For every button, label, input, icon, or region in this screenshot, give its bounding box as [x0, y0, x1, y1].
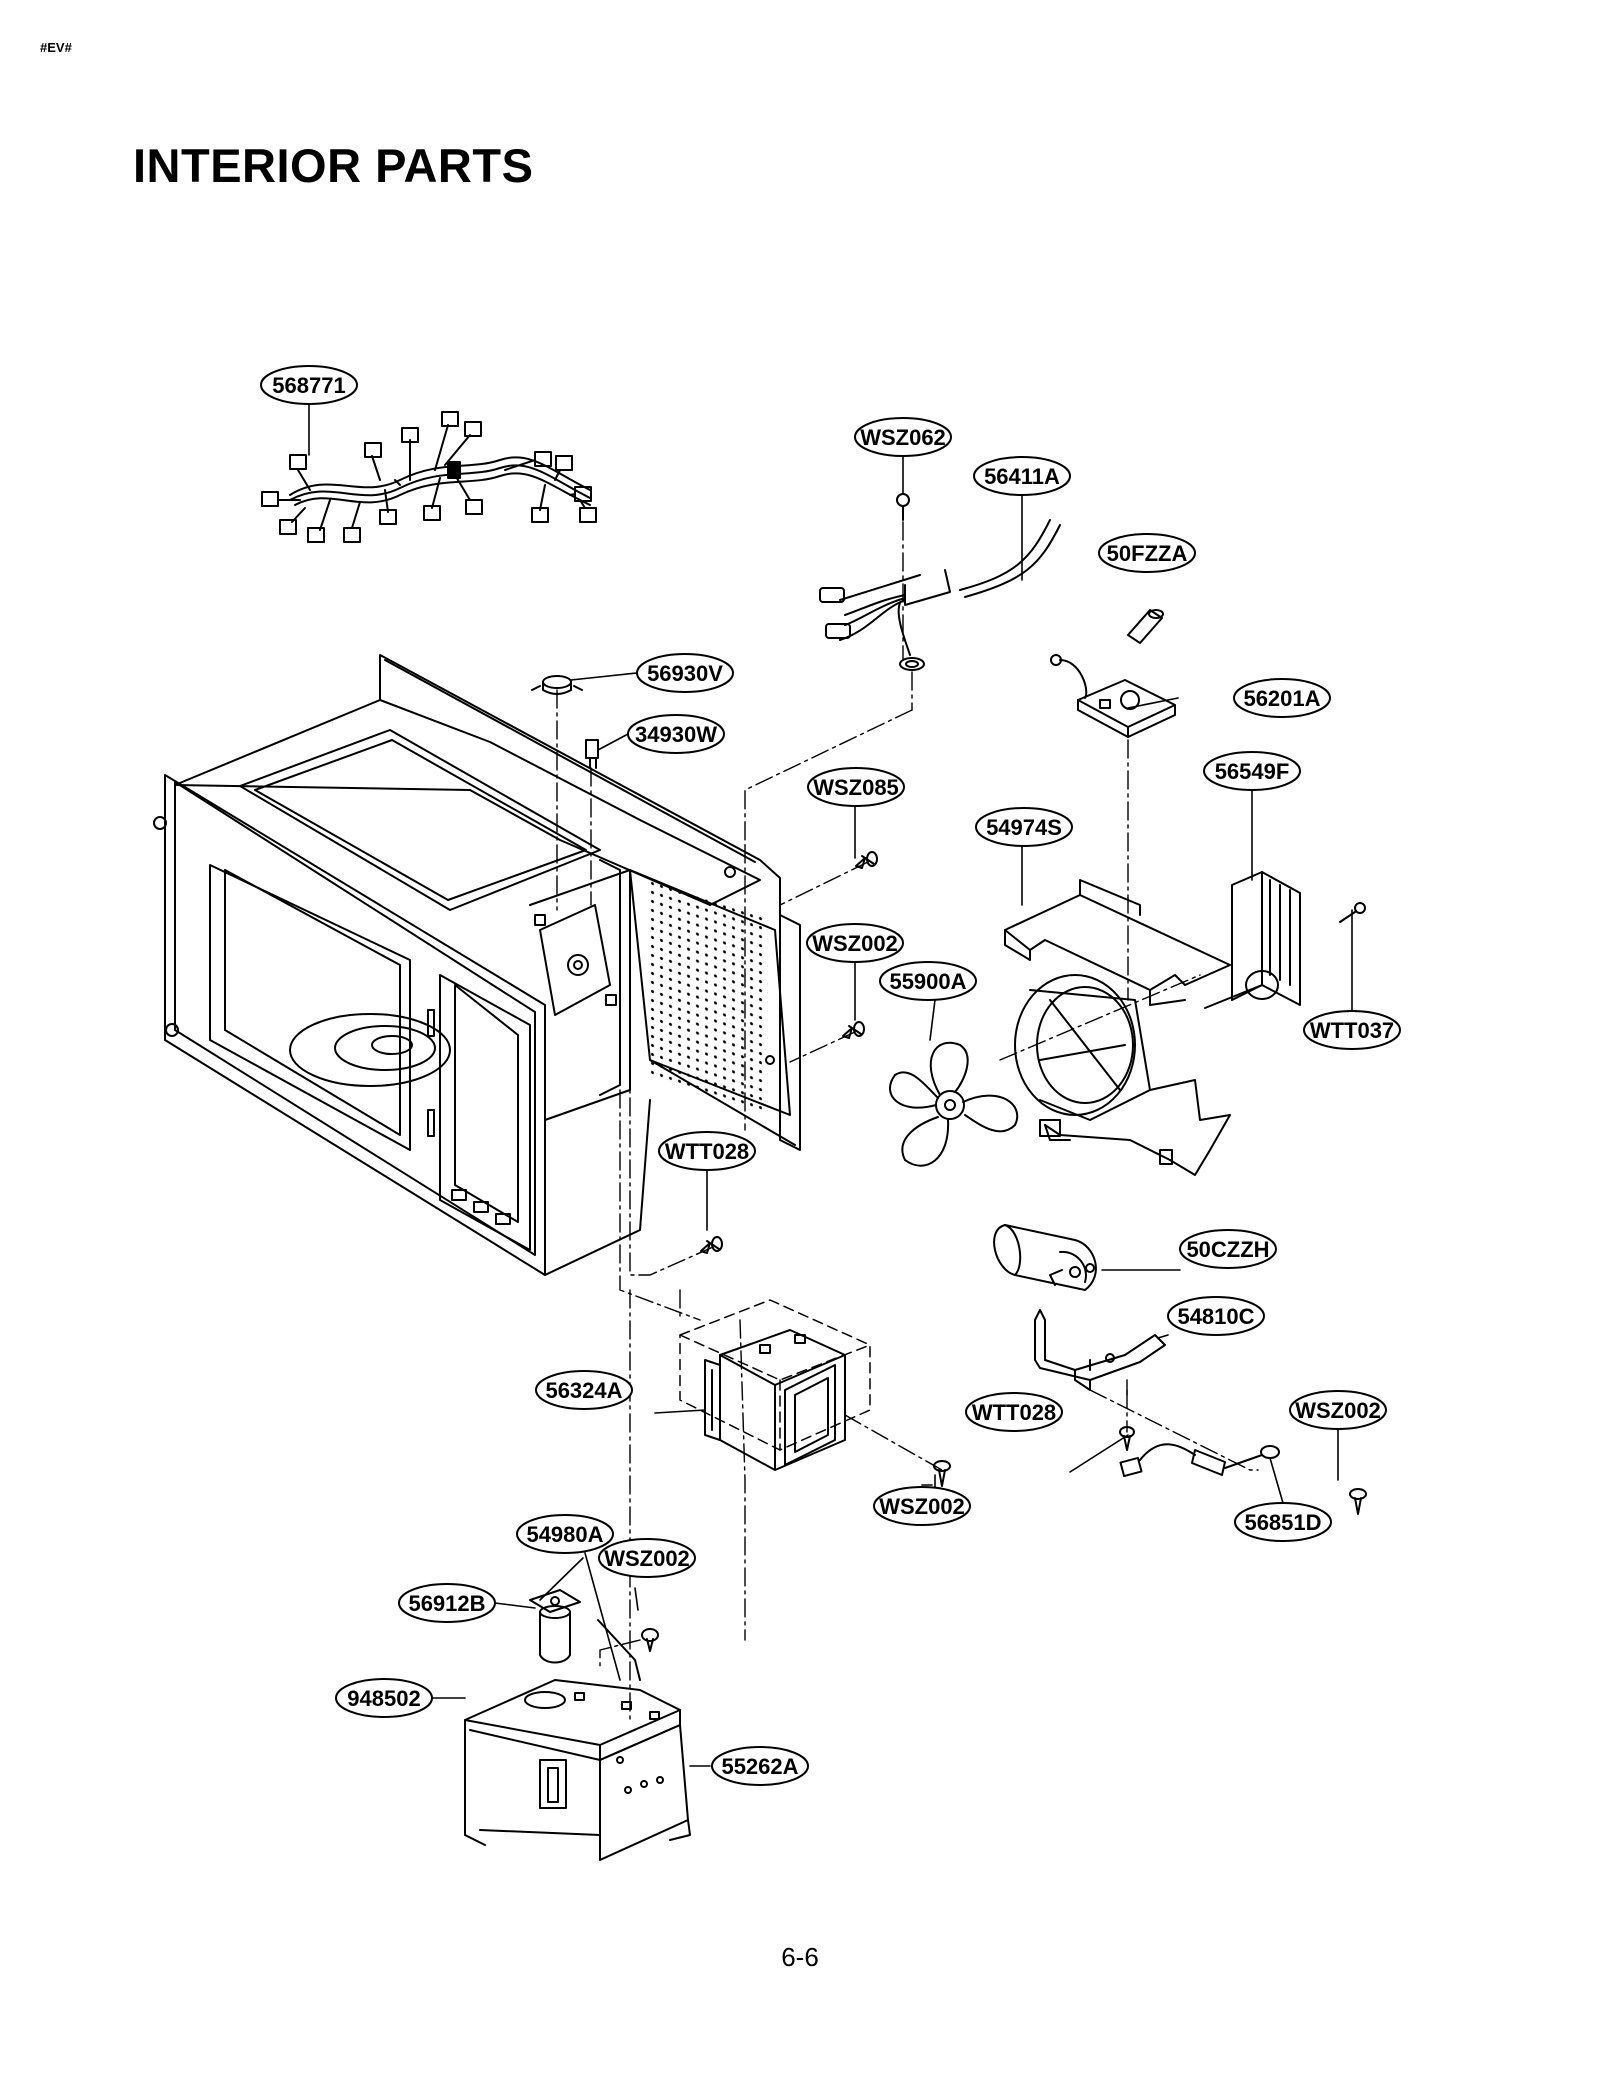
microwave-cavity-drawing	[153, 654, 801, 1276]
part-label-wsz002-c: WSZ002	[873, 1486, 971, 1526]
capacitor-bracket-drawing	[1034, 1309, 1166, 1391]
svg-text:34930W: 34930W	[635, 722, 717, 747]
power-cord-drawing	[819, 519, 1061, 671]
document-tag: #EV#	[40, 40, 72, 55]
svg-text:WSZ002: WSZ002	[604, 1546, 690, 1571]
magnetron-drawing	[679, 1299, 871, 1471]
part-label-568771: 568771	[260, 365, 358, 405]
svg-text:56930V: 56930V	[647, 661, 723, 686]
svg-text:WTT028: WTT028	[972, 1400, 1056, 1425]
part-label-wsz002-d: WSZ002	[598, 1538, 696, 1578]
noise-filter-drawing	[1050, 654, 1176, 738]
svg-text:WSZ002: WSZ002	[1295, 1398, 1381, 1423]
part-label-wtt028-a: WTT028	[658, 1131, 756, 1171]
part-label-56324a: 56324A	[535, 1370, 633, 1410]
svg-text:56411A: 56411A	[984, 464, 1060, 489]
part-label-54810c: 54810C	[1167, 1296, 1265, 1336]
part-label-wtt037: WTT037	[1303, 1010, 1401, 1050]
svg-text:55900A: 55900A	[889, 969, 966, 994]
svg-text:56912B: 56912B	[408, 1591, 485, 1616]
leader-lines	[308, 403, 1353, 1767]
part-label-56851d: 56851D	[1234, 1502, 1332, 1542]
svg-text:WSZ002: WSZ002	[879, 1494, 965, 1519]
part-label-wsz002-a: WSZ002	[806, 923, 904, 963]
page-title: INTERIOR PARTS	[133, 139, 534, 192]
svg-text:50CZZH: 50CZZH	[1186, 1237, 1269, 1262]
svg-text:56324A: 56324A	[545, 1378, 622, 1403]
diode-drawing	[1119, 1443, 1280, 1478]
turntable-motor-drawing	[529, 1589, 641, 1681]
svg-text:948502: 948502	[347, 1686, 420, 1711]
page-number: 6-6	[781, 1942, 819, 1972]
svg-text:WTT028: WTT028	[665, 1139, 749, 1164]
part-label-56912b: 56912B	[398, 1583, 496, 1623]
part-label-948502: 948502	[335, 1678, 433, 1718]
fan-motor-drawing	[1204, 871, 1366, 1009]
part-label-50czzh: 50CZZH	[1179, 1229, 1277, 1269]
part-label-55262a: 55262A	[711, 1746, 809, 1786]
fan-blade-drawing	[889, 1042, 1018, 1167]
part-label-wsz085: WSZ085	[807, 767, 905, 807]
screw-drawings	[641, 851, 1367, 1652]
svg-text:WTT037: WTT037	[1310, 1018, 1394, 1043]
part-label-56201a: 56201A	[1233, 678, 1331, 718]
svg-text:55262A: 55262A	[721, 1754, 798, 1779]
part-label-54974s: 54974S	[975, 807, 1073, 847]
part-label-54980a: 54980A	[516, 1514, 614, 1554]
part-label-55900a: 55900A	[879, 961, 977, 1001]
fan-bracket-drawing	[1004, 879, 1231, 1176]
assembly-guide-lines	[556, 521, 1259, 1721]
svg-text:50FZZA: 50FZZA	[1107, 541, 1188, 566]
svg-text:56549F: 56549F	[1215, 759, 1290, 784]
part-label-56549f: 56549F	[1203, 751, 1301, 791]
capacitor-drawing	[993, 1224, 1097, 1291]
part-label-56930v: 56930V	[636, 653, 734, 693]
svg-text:54980A: 54980A	[526, 1522, 603, 1547]
svg-text:WSZ002: WSZ002	[812, 931, 898, 956]
part-label-wtt028-b: WTT028	[965, 1392, 1063, 1432]
svg-text:54974S: 54974S	[986, 815, 1062, 840]
svg-text:54810C: 54810C	[1177, 1304, 1254, 1329]
svg-text:WSZ085: WSZ085	[813, 775, 899, 800]
svg-text:56851D: 56851D	[1244, 1510, 1321, 1535]
part-label-50fzza: 50FZZA	[1098, 533, 1196, 573]
transformer-cover-drawing	[464, 1679, 691, 1861]
part-label-wsz062: WSZ062	[854, 417, 952, 457]
svg-text:56201A: 56201A	[1243, 686, 1320, 711]
screw-drawing-wsz062	[896, 493, 910, 521]
svg-text:WSZ062: WSZ062	[860, 425, 946, 450]
fuse-drawing	[1127, 609, 1164, 644]
part-label-wsz002-b: WSZ002	[1289, 1390, 1387, 1430]
part-label-56411a: 56411A	[973, 456, 1071, 496]
part-label-34930w: 34930W	[627, 714, 725, 754]
wire-harness-drawing	[261, 411, 597, 543]
svg-text:568771: 568771	[272, 373, 345, 398]
lamp-drawing	[585, 739, 599, 769]
